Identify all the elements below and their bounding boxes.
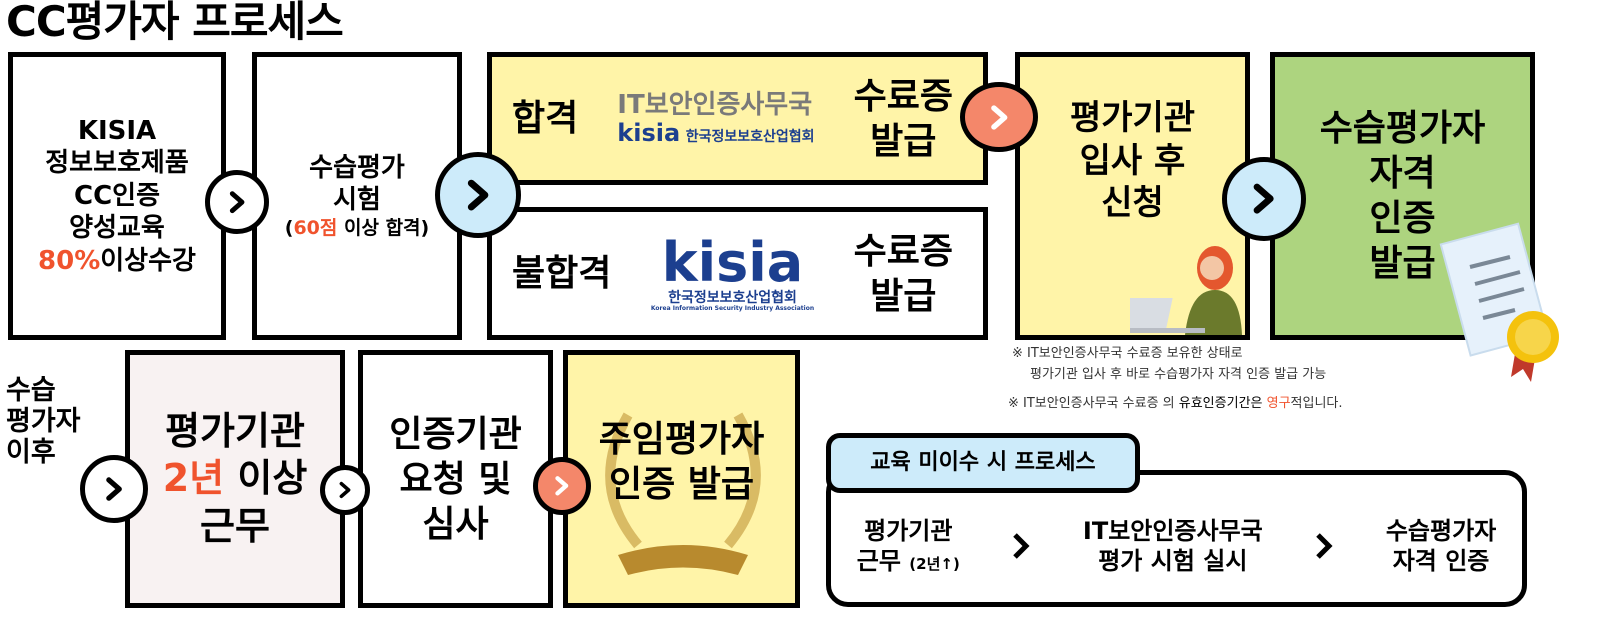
woman-laptop-illustration (1130, 246, 1242, 335)
step-education: KISIA 정보보호제품 CC인증 양성교육 80%이상수강 (8, 52, 226, 340)
chevron-right-icon (467, 179, 489, 211)
step-cert-review: 인증기관 요청 및 심사 (358, 350, 553, 608)
alt-step-1: 평가기관 근무 (2년↑) (857, 516, 960, 576)
step-lead-evaluator: 주임평가자 인증 발급 (563, 350, 800, 608)
arrow-next (80, 455, 148, 523)
chevron-right-icon (1254, 184, 1274, 214)
step-line: 시험 (333, 185, 381, 216)
org-name: IT보안인증사무국 (617, 90, 813, 120)
kisia-logo-text: kisia (661, 230, 804, 294)
arrow-next (533, 457, 591, 515)
step-line: KISIA (77, 115, 157, 146)
org-name: 한국정보보호산업협회 (668, 290, 797, 307)
pass-score: 60점 (293, 216, 338, 239)
page-title: CC평가자 프로세스 (6, 0, 344, 46)
result-line: 수료증 (853, 230, 953, 272)
step-line: 자격 (1369, 153, 1436, 194)
alt-step-2: IT보안인증사무국 평가 시험 실시 (1083, 516, 1263, 576)
chevron-right-icon (555, 476, 569, 496)
step-line: 발급 (1369, 243, 1436, 284)
step-line: 수습평가자 (1319, 108, 1486, 149)
work-years: 2년 (162, 456, 225, 501)
it-security-office-logo: IT보안인증사무국 kisia 한국정보보호산업협회 (617, 91, 814, 146)
result-line: 발급 (870, 275, 937, 317)
org-name: 한국정보보호산업협회 (685, 128, 815, 145)
step-line: 주임평가자 (598, 419, 765, 460)
fail-label: 불합격 (512, 253, 612, 294)
attendance-percent: 80% (38, 245, 101, 276)
step-line: 인증기관 (389, 413, 522, 455)
step-line: 평가기관 (1069, 98, 1196, 138)
step-line: 요청 및 (399, 458, 512, 500)
step-line: CC인증 (73, 180, 160, 211)
arrow-next (435, 152, 521, 238)
kisia-logo-text: kisia (617, 118, 681, 147)
chevron-right-icon (1013, 532, 1030, 559)
pass-label: 합격 (512, 98, 579, 139)
work-years: (2년↑) (909, 554, 960, 573)
step-line: 근무 (200, 503, 270, 548)
org-name-en: Korea Information Security Industry Asso… (650, 305, 815, 313)
arrow-next (960, 82, 1038, 152)
step-line: 수습평가자 (1385, 516, 1497, 545)
after-trainee-label: 수습 평가자 이후 (6, 375, 81, 469)
arrow-next (320, 465, 370, 515)
result-line: 발급 (870, 120, 937, 162)
step-line: 이상수강 (100, 245, 196, 276)
chevron-right-icon (229, 191, 245, 213)
chevron-right-icon (339, 481, 351, 499)
chevron-right-icon (106, 477, 122, 501)
step-line: IT보안인증사무국 (1082, 516, 1263, 545)
arrow-next (1222, 157, 1306, 241)
chevron-right-icon (1316, 532, 1333, 559)
step-line: 평가 시험 실시 (1098, 546, 1248, 575)
step-line: 근무 (856, 546, 901, 575)
result-line: 수료증 (853, 75, 953, 117)
step-line: 자격 인증 (1392, 546, 1490, 575)
step-line: 인증 발급 (608, 464, 754, 505)
note-text: 유효인증기간은 (1178, 396, 1267, 411)
arrow-next (205, 170, 269, 234)
note-text: ※ IT보안인증사무국 수료증 보유한 상태로 (1012, 346, 1243, 361)
note-text: 평가기관 입사 후 바로 수습평가자 자격 인증 발급 가능 (1030, 366, 1327, 382)
note-text: 적입니다. (1290, 396, 1343, 411)
paren: ( (284, 216, 294, 239)
step-line: 정보보호제품 (45, 148, 189, 179)
step-line: 평가기관 (864, 516, 953, 545)
step-agency-work: 평가기관 2년 이상 근무 (125, 350, 345, 608)
step-line: 양성교육 (69, 213, 165, 244)
alt-process-panel: 평가기관 근무 (2년↑) IT보안인증사무국 평가 시험 실시 수습평가자 자… (826, 470, 1527, 607)
step-line: 심사 (422, 503, 489, 545)
note-highlight: 영구 (1266, 396, 1291, 411)
step-line: 입사 후 (1079, 140, 1186, 181)
step-line: 이상 (237, 456, 308, 501)
note-1: ※ IT보안인증사무국 수료증 보유한 상태로 평가기관 입사 후 바로 수습평… (1012, 344, 1326, 386)
step-line: 인증 (1369, 198, 1436, 239)
step-line: 이상 합격) (337, 216, 430, 239)
note-text: ※ IT보안인증사무국 수료증 의 (1008, 396, 1179, 411)
step-line: 평가기관 (165, 408, 305, 453)
kisia-logo: kisia 한국정보보호산업협회 Korea Information Secur… (650, 230, 815, 313)
note-2: ※ IT보안인증사무국 수료증 의 유효인증기간은 영구적입니다. (1008, 394, 1343, 415)
laurel-wreath-icon (605, 412, 761, 575)
alt-process-title: 교육 미이수 시 프로세스 (826, 433, 1140, 493)
certificate-icon (1439, 222, 1559, 382)
chevron-right-icon (990, 104, 1008, 130)
step-line: 수습평가 (309, 152, 405, 183)
alt-step-3: 수습평가자 자격 인증 (1386, 516, 1496, 576)
result-fail: 불합격 kisia 한국정보보호산업협회 Korea Information S… (487, 207, 988, 340)
step-line: 신청 (1101, 183, 1164, 223)
step-exam: 수습평가 시험 (60점 이상 합격) (252, 52, 462, 340)
